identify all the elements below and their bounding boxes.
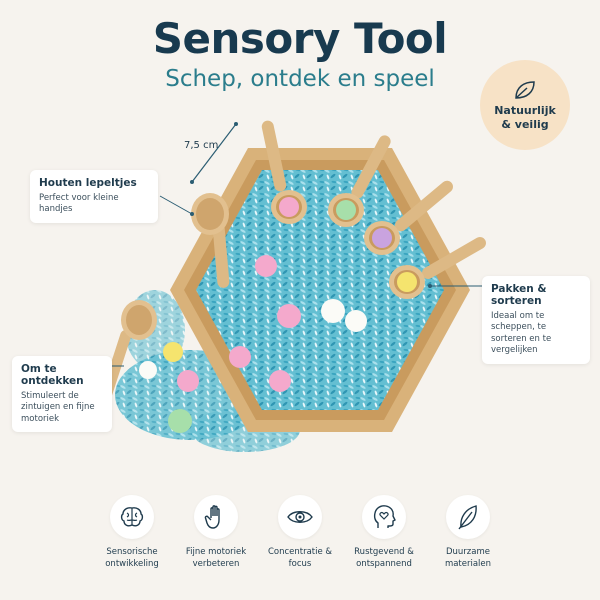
feature-item: Concentratie & focus (258, 495, 342, 585)
discover-callout-title: Om te ontdekken (21, 363, 84, 387)
feather-icon (458, 505, 477, 530)
leaf-icon (515, 80, 535, 99)
feature-item: Sensorische ontwikkeling (90, 495, 174, 585)
feature-label: Fijne motoriek verbeteren (185, 547, 247, 569)
badge-label: Natuurlijk & veilig (494, 103, 556, 131)
spoons-callout: Houten lepeltjes Perfect voor kleine han… (30, 170, 158, 223)
spoons-callout-line (159, 195, 193, 215)
brain-icon (120, 507, 144, 527)
page-title: Sensory Tool (152, 14, 448, 63)
discover-callout: Om te ontdekken Stimuleert de zintuigen … (12, 356, 112, 433)
sorting-callout: Pakken & sorteren Ideaal om te scheppen,… (482, 276, 590, 364)
feature-label: Concentratie & focus (267, 547, 333, 569)
size-indicator (190, 122, 238, 184)
sorting-callout-title: Pakken & sorteren (491, 283, 547, 307)
size-label: 7,5 cm (184, 140, 219, 151)
heart-head-icon (373, 505, 396, 528)
hand-icon (204, 505, 220, 529)
feature-item: Duurzame materialen (426, 495, 510, 585)
feature-item: Rustgevend & ontspannend (342, 495, 426, 585)
feature-item: Fijne motoriek verbeteren (174, 495, 258, 585)
feature-label: Sensorische ontwikkeling (105, 547, 159, 569)
eye-icon (287, 511, 313, 523)
spoons-callout-title: Houten lepeltjes (39, 177, 137, 189)
sorting-callout-text: Ideaal om te scheppen, te sorteren en te… (491, 311, 552, 356)
wooden-spoons (95, 120, 486, 417)
feature-label: Duurzame materialen (444, 547, 492, 569)
discover-callout-text: Stimuleert de zintuigen en fijne motorie… (21, 391, 95, 424)
natural-safe-badge: Natuurlijk & veilig (480, 60, 570, 150)
pompom-balls (139, 255, 367, 433)
feature-list: Sensorische ontwikkeling Fijne motoriek … (90, 495, 510, 585)
feature-label: Rustgevend & ontspannend (354, 547, 414, 569)
spoons-callout-text: Perfect voor kleine handjes (39, 193, 119, 215)
page-subtitle: Schep, ontdek en speel (165, 66, 435, 92)
